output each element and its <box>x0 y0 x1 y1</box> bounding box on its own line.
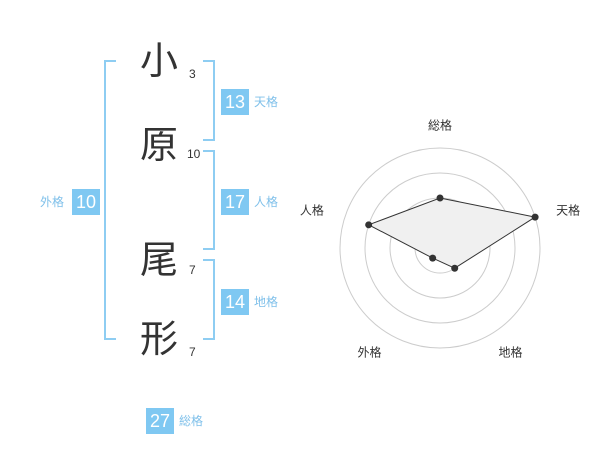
tenkaku-bracket <box>203 60 215 141</box>
gaikaku-bracket <box>104 60 116 340</box>
radar-point-5 <box>365 221 373 229</box>
radar-ring-4 <box>339 147 541 349</box>
radar-point-4 <box>429 254 437 262</box>
stroke-count-4: 7 <box>189 345 196 359</box>
chikaku-value: 14 <box>221 289 249 315</box>
stroke-count-3: 7 <box>189 263 196 277</box>
radar-point-2 <box>531 213 539 221</box>
radar-axis-label-3: 地格 <box>499 345 523 360</box>
name-char-2: 原 <box>140 123 179 167</box>
name-char-4: 形 <box>140 317 179 361</box>
gaikaku-label: 外格 <box>40 195 65 209</box>
radar-axis-label-4: 外格 <box>357 345 381 360</box>
chikaku-bracket <box>203 259 215 340</box>
radar-point-3 <box>451 264 459 272</box>
stroke-count-1: 3 <box>189 67 196 81</box>
radar-ring-3 <box>364 172 516 324</box>
jinkaku-value: 17 <box>221 189 249 215</box>
tenkaku-label: 天格 <box>254 95 279 109</box>
gaikaku-value: 10 <box>72 189 100 215</box>
radar-point-1 <box>436 194 444 202</box>
name-char-1: 小 <box>140 39 179 83</box>
jinkaku-bracket <box>203 150 215 250</box>
name-char-3: 尾 <box>140 238 179 282</box>
radar-axis-label-1: 総格 <box>428 118 452 133</box>
stroke-count-2: 10 <box>187 147 201 161</box>
tenkaku-value: 13 <box>221 89 249 115</box>
soukaku-label: 総格 <box>179 414 204 428</box>
radar-area <box>367 197 537 269</box>
soukaku-value: 27 <box>146 408 174 434</box>
chikaku-label: 地格 <box>254 295 279 309</box>
jinkaku-label: 人格 <box>254 195 279 209</box>
radar-axis-label-2: 天格 <box>556 202 580 217</box>
radar-axis-label-5: 人格 <box>300 202 324 217</box>
